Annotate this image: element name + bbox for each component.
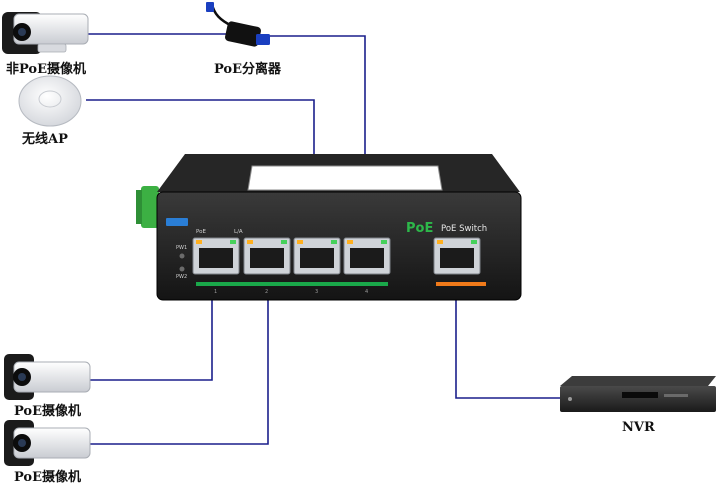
cable-uplink-to-nvr (455, 282, 560, 399)
port-number-4: 4 (365, 289, 368, 295)
port-number-2: 2 (265, 289, 268, 295)
cable-port-2-to-poe-camera-2 (90, 290, 269, 445)
uplink-port (433, 237, 481, 275)
uplink-strip (436, 282, 486, 286)
switch-la-mark: L/A (234, 229, 243, 235)
poe-camera-2-label: PoE摄像机 (14, 470, 82, 485)
poe-camera-2 (4, 420, 91, 466)
nvr-label: NVR (622, 420, 655, 435)
non-poe-camera-label: 非PoE摄像机 (6, 62, 87, 77)
port-1 (192, 237, 240, 275)
switch-poe-badge: PoE (406, 221, 433, 236)
poe-camera-1-label: PoE摄像机 (14, 404, 82, 419)
port-number-1: 1 (214, 289, 217, 295)
switch-pw2-label: PW2 (176, 274, 187, 280)
poe-splitter-label: PoE分离器 (214, 62, 282, 77)
wireless-ap-label: 无线AP (22, 132, 68, 147)
din-rail-clip (141, 186, 159, 228)
non-poe-camera (2, 12, 89, 54)
wireless-ap (18, 75, 82, 127)
poe-ports-strip (196, 282, 388, 286)
cable-port-1-to-poe-camera-1 (90, 290, 213, 381)
port-number-3: 3 (315, 289, 318, 295)
port-2 (243, 237, 291, 275)
port-3 (293, 237, 341, 275)
nvr (560, 376, 716, 412)
pw2-led (179, 266, 185, 272)
poe-splitter (206, 2, 270, 47)
pw1-led (179, 253, 185, 259)
switch-poe-mark: PoE (196, 229, 206, 235)
port-4 (343, 237, 391, 275)
switch-pw1-label: PW1 (176, 245, 187, 251)
poe-camera-1 (4, 354, 91, 400)
switch-title: PoE Switch (441, 224, 487, 234)
poe-switch: PoE PoE Switch PoE L/A PW1 PW2 (136, 154, 522, 301)
